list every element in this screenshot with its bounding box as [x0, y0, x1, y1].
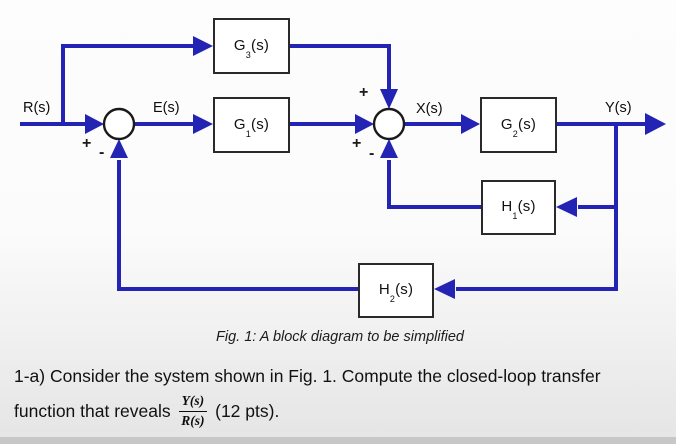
block-label-base: H [501, 198, 513, 215]
block-g2-label: G2(s) [500, 115, 537, 139]
line-h2-to-junction1 [117, 160, 358, 291]
line-g3-to-junction2 [289, 44, 391, 93]
signal-label-x: X(s) [416, 101, 443, 117]
block-h2-label: H2(s) [378, 281, 414, 304]
fraction-numerator: Y(s) [178, 393, 208, 412]
block-label-sub: 3 [245, 49, 251, 60]
block-label-suffix: (s) [395, 281, 414, 298]
block-g3-label: G3(s) [233, 36, 270, 60]
arrow-output-y [645, 113, 666, 135]
block-label-sub: 2 [389, 294, 396, 304]
arrowheads [85, 36, 666, 299]
arrow-into-junction2-left [355, 114, 374, 134]
arrow-into-h1 [556, 197, 577, 217]
arrow-into-h2 [434, 279, 455, 299]
figure-caption: Fig. 1: A block diagram to be simplified [216, 329, 464, 345]
arrow-into-junction2-top [380, 89, 398, 109]
junction2-top-plus-sign: + [359, 84, 369, 101]
block-label-suffix: (s) [251, 115, 270, 133]
block-label-base: G [233, 36, 246, 54]
line-h1-to-junction2 [387, 160, 481, 209]
line-branch-to-h2 [456, 124, 618, 291]
block-g1: G1(s) [213, 97, 290, 153]
junction2-minus-sign: - [369, 145, 375, 162]
signal-lines [20, 44, 649, 291]
block-diagram-canvas [20, 36, 666, 299]
block-label-base: G [233, 115, 246, 133]
bottom-gray-bar [0, 437, 676, 444]
block-h2: H2(s) [358, 263, 434, 318]
summing-junction-2 [372, 107, 406, 141]
block-g2: G2(s) [480, 97, 557, 153]
summing-junctions [102, 107, 406, 141]
block-g3: G3(s) [213, 18, 290, 74]
arrow-into-junction1-left [85, 114, 104, 134]
question-line2-prefix: function that reveals [14, 400, 171, 421]
block-label-sub: 1 [512, 211, 518, 221]
block-label-sub: 1 [245, 128, 251, 139]
signal-label-e: E(s) [153, 100, 180, 116]
junction1-plus-sign: + [82, 135, 92, 152]
question-line-2: function that reveals Y(s) R(s) (12 pts)… [14, 393, 669, 430]
signal-label-y: Y(s) [605, 100, 632, 116]
junction1-minus-sign: - [99, 144, 105, 161]
block-g1-label: G1(s) [233, 115, 270, 139]
fraction-denominator: R(s) [181, 412, 205, 428]
arrow-into-g1 [193, 114, 213, 134]
question-block: 1-a) Consider the system shown in Fig. 1… [14, 366, 669, 430]
transfer-function-fraction: Y(s) R(s) [178, 393, 208, 430]
signal-label-r: R(s) [23, 100, 51, 116]
arrow-into-junction2-bottom [380, 139, 398, 158]
block-label-suffix: (s) [518, 115, 537, 133]
question-line2-suffix: (12 pts). [215, 400, 280, 421]
summing-junction-1 [102, 107, 136, 141]
block-label-suffix: (s) [517, 198, 536, 215]
block-label-base: G [500, 115, 513, 133]
arrow-into-g3 [193, 36, 213, 56]
line-branch-to-g3 [61, 44, 197, 124]
block-h1: H1(s) [481, 180, 556, 235]
block-h1-label: H1(s) [501, 198, 536, 221]
arrow-into-g2 [461, 114, 480, 134]
block-label-suffix: (s) [251, 36, 270, 54]
arrow-into-junction1-bottom [110, 139, 128, 158]
block-label-base: H [378, 281, 390, 298]
question-line-1: 1-a) Consider the system shown in Fig. 1… [14, 366, 601, 386]
block-label-sub: 2 [512, 128, 518, 139]
junction2-plus-sign: + [352, 135, 362, 152]
